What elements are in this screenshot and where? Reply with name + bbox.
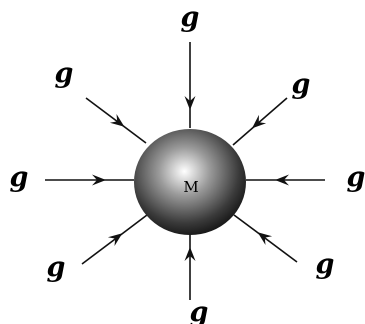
field-labels: g g g g g g g g — [10, 2, 365, 324]
arrowhead-east — [275, 174, 289, 186]
arrowhead-north — [184, 96, 196, 110]
arrowhead-west — [92, 174, 106, 186]
field-line-north-west — [85, 97, 147, 144]
arrowhead-north-west — [109, 114, 125, 127]
field-label-south-east: g — [316, 249, 335, 280]
field-line-south-east — [233, 214, 298, 263]
mass-label: M — [183, 178, 198, 196]
field-line-north-east — [232, 97, 288, 146]
field-label-north: g — [181, 2, 200, 33]
arrowhead-south-east — [257, 232, 273, 245]
field-label-west: g — [10, 162, 29, 193]
arrowhead-south — [184, 247, 196, 261]
mass-sphere — [134, 129, 246, 235]
field-label-south-west: g — [47, 252, 66, 283]
field-label-north-east: g — [292, 69, 311, 100]
arrowhead-south-west — [107, 233, 123, 246]
field-label-north-west: g — [55, 58, 74, 89]
field-label-south: g — [190, 297, 209, 324]
field-label-east: g — [347, 162, 365, 193]
arrowhead-north-east — [252, 114, 267, 129]
field-lines — [45, 42, 325, 300]
field-line-south-west — [81, 214, 148, 265]
